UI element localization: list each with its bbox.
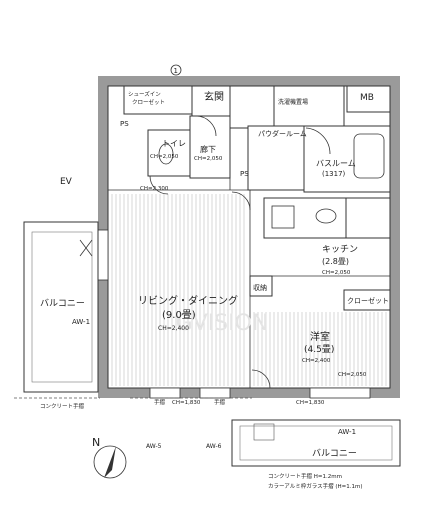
ch-2300-label: CH=2,300 (140, 186, 169, 192)
closet-label: クローゼット (347, 296, 389, 305)
room-labels: EV MB PS PS 玄関 トイレ CH=2,050 廊下 CH=2,050 … (40, 90, 389, 490)
bathroom-label: バスルーム (316, 159, 356, 168)
washer-label: 洗濯機置場 (278, 98, 308, 106)
bottom-balcony (231, 419, 401, 467)
powder-room-label: パウダールーム (258, 129, 307, 138)
marker-circle (170, 64, 182, 76)
toilet-label: トイレ (162, 139, 186, 148)
corridor-label: 廊下 (200, 144, 216, 154)
aw5-label: AW-5 (146, 443, 162, 450)
ch-2050-label: CH=2,050 (338, 372, 367, 378)
storage-label: 収納 (253, 283, 267, 292)
aw6-label: AW-6 (206, 443, 222, 450)
ev-label: EV (60, 177, 73, 187)
living-label: リビング・ダイニング (138, 294, 238, 307)
door-swings (149, 115, 331, 389)
living-size-label: (9.0畳) (162, 309, 196, 321)
entrance-label: 玄関 (204, 90, 224, 103)
kitchen-label: キッチン (322, 244, 358, 255)
bathroom-size-label: (1317) (322, 170, 346, 178)
rooms (107, 85, 391, 389)
living-ch-label: CH=2,400 (158, 325, 189, 332)
bedroom-label: 洋室 (310, 330, 330, 343)
ch-1830-a-label: CH=1,830 (172, 400, 201, 406)
north-arrow: N (92, 436, 127, 479)
concrete-left-label: コンクリート手摺 (40, 402, 85, 410)
mb-label: MB (360, 93, 374, 103)
aw1-bottom-label: AW-1 (338, 428, 356, 436)
bathtub (353, 133, 385, 179)
ps-mid-label: PS (240, 170, 249, 178)
left-balcony (23, 221, 99, 393)
shoes-closet-label-2: クローゼット (132, 98, 165, 106)
tesuri-a-label: 手摺 (154, 398, 166, 406)
ch-1830-b-label: CH=1,830 (296, 400, 325, 406)
sink-fixture (315, 208, 337, 224)
ps-left-label: PS (120, 120, 129, 128)
balcony-left-label: バルコニー (40, 298, 85, 309)
bedroom-ch-label: CH=2,400 (302, 358, 331, 364)
north-label: N (92, 436, 100, 449)
concrete-note-label: コンクリート手摺 H=1.2mm (268, 472, 342, 480)
aw1-left-label: AW-1 (72, 318, 90, 326)
corridor-ch-label: CH=2,050 (194, 156, 223, 162)
shoes-closet-label-1: シューズイン (128, 90, 161, 98)
tesuri-b-label: 手摺 (214, 398, 226, 406)
floor-hatching (111, 194, 387, 386)
watermark: GVISION (176, 311, 269, 336)
marker-number: 1 (174, 67, 178, 75)
toilet-ch-label: CH=2,050 (150, 154, 179, 160)
toilet-fixture (158, 143, 174, 165)
balcony-bottom-label: バルコニー (312, 448, 357, 459)
bedroom-size-label: (4.5畳) (304, 344, 334, 355)
stove-fixture (271, 205, 295, 229)
glass-note-label: カラーアルミ枠ガラス手摺 (H=1.1m) (268, 482, 363, 490)
kitchen-ch-label: CH=2,050 (322, 270, 351, 276)
kitchen-size-label: (2.8畳) (322, 257, 349, 266)
